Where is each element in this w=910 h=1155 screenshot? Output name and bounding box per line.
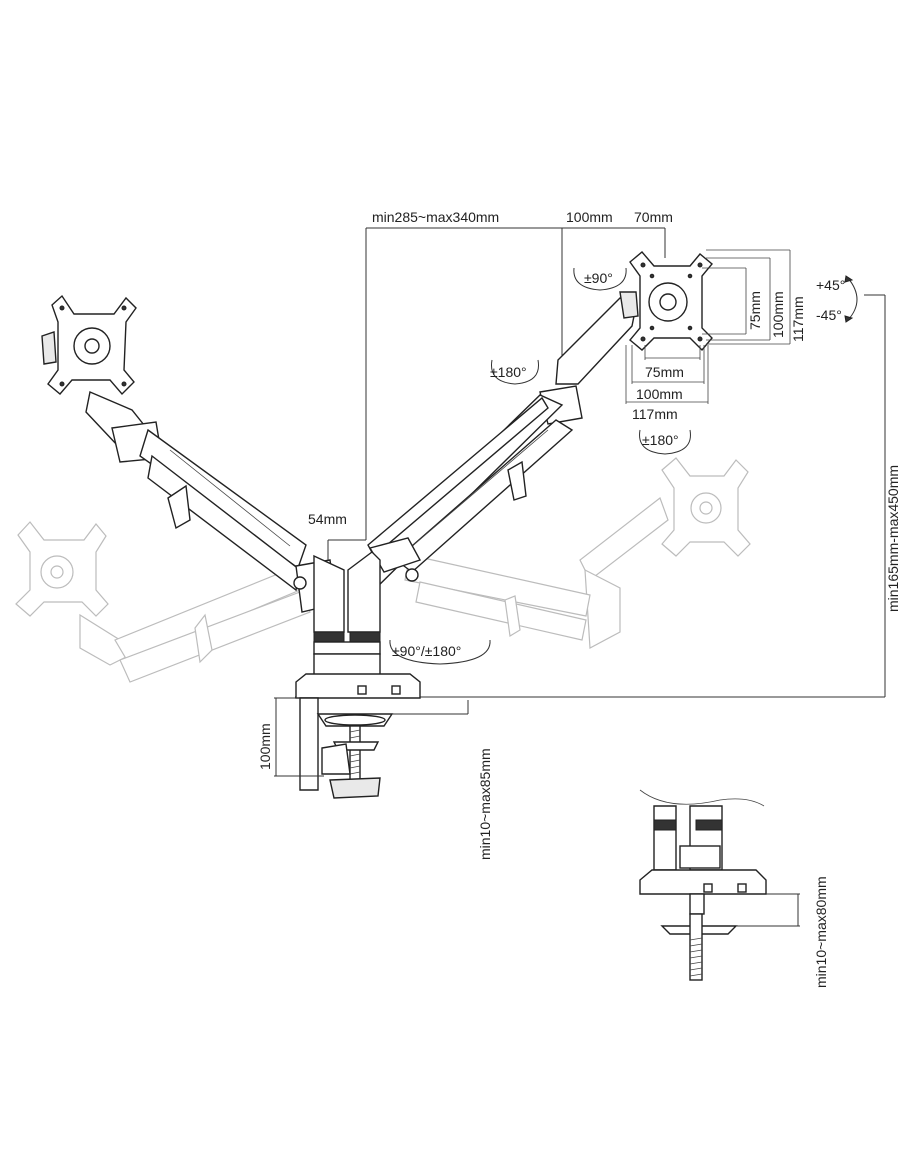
- right-arm: [348, 291, 639, 593]
- vesa-117-horizontal: 117mm: [632, 406, 678, 422]
- rotate-180-left-label: ±180°: [490, 364, 527, 380]
- rotate-180-bottom-label: ±180°: [642, 432, 679, 448]
- vesa-vertical-dimensions: 75mm 100mm 117mm: [702, 249, 806, 345]
- tilt-down-label: -45°: [816, 307, 842, 323]
- grommet-mount-detail: min10~max80mm: [639, 789, 829, 988]
- rotate-180-bottom-indicator: ±180°: [639, 429, 691, 455]
- clamp-height-label: 100mm: [257, 723, 273, 770]
- offset-70-label: 70mm: [634, 209, 673, 225]
- vesa-100-vertical: 100mm: [770, 291, 786, 338]
- vesa-100-horizontal: 100mm: [636, 386, 683, 402]
- reach-dimension: min285~max340mm 100mm 70mm: [365, 209, 673, 540]
- desk-clamp: 100mm min10~max85mm: [257, 673, 493, 860]
- left-vesa-plate: [41, 294, 137, 396]
- tilt-up-label: +45°: [816, 277, 845, 293]
- vesa-75-vertical: 75mm: [747, 291, 763, 330]
- reach-label: min285~max340mm: [372, 209, 499, 225]
- tilt-indicator: +45° -45°: [816, 275, 858, 323]
- vesa-horizontal-dimensions: 75mm 100mm 117mm: [625, 345, 709, 422]
- rotate-180-left-indicator: ±180°: [490, 359, 540, 385]
- offset-100-label: 100mm: [566, 209, 613, 225]
- grommet-desk-thickness-label: min10~max80mm: [813, 876, 829, 988]
- clamp-desk-thickness-label: min10~max85mm: [477, 748, 493, 860]
- height-label: min165mm-max450mm: [885, 465, 901, 612]
- base-rotation-label: ±90°/±180°: [392, 643, 461, 659]
- swivel-90-indicator: ±90°: [573, 267, 627, 291]
- pole-width-label: 54mm: [308, 511, 347, 527]
- right-vesa-plate: [629, 251, 713, 352]
- ghost-right-arm: [404, 457, 751, 649]
- left-arm: [85, 391, 337, 613]
- vesa-75-horizontal: 75mm: [645, 364, 684, 380]
- base-rotation-indicator: ±90°/±180°: [389, 639, 491, 665]
- center-pole: 54mm: [308, 511, 381, 677]
- vesa-117-vertical: 117mm: [790, 296, 806, 342]
- swivel-90-label: ±90°: [584, 270, 613, 286]
